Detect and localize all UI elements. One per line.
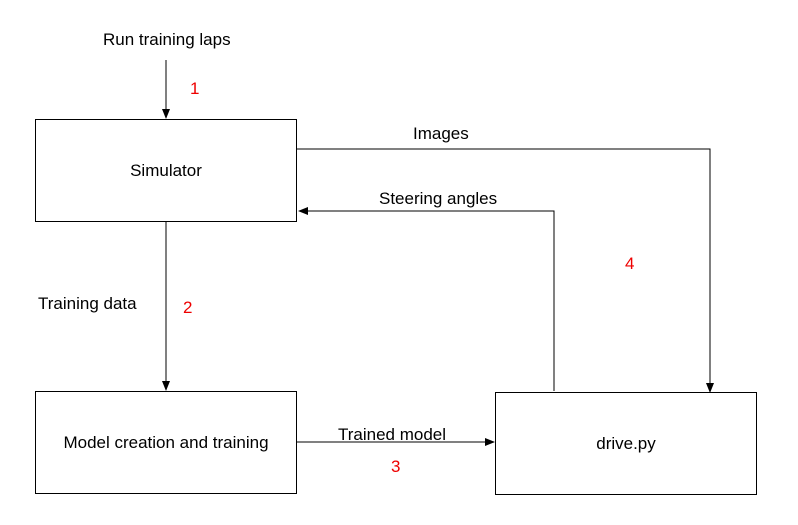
arrow-steering-drive-to-simulator xyxy=(298,207,555,391)
step-number-4: 4 xyxy=(625,254,635,273)
edge-label-run-training-laps: Run training laps xyxy=(103,30,231,49)
node-drive-py: drive.py xyxy=(495,392,757,495)
step-number-1: 1 xyxy=(190,79,200,98)
edge-label-steering-angles: Steering angles xyxy=(379,189,498,208)
node-model-label: Model creation and training xyxy=(63,432,269,452)
arrow-images-simulator-to-drive xyxy=(297,148,714,393)
step-number-3: 3 xyxy=(391,457,401,476)
edge-label-training-data: Training data xyxy=(38,294,137,313)
edge-label-trained-model: Trained model xyxy=(338,425,447,444)
edge-label-images: Images xyxy=(413,124,469,143)
node-drive-label: drive.py xyxy=(596,433,656,453)
node-model-creation: Model creation and training xyxy=(35,391,297,494)
step-number-2: 2 xyxy=(183,298,193,317)
node-simulator-label: Simulator xyxy=(130,160,202,180)
node-simulator: Simulator xyxy=(35,119,297,222)
